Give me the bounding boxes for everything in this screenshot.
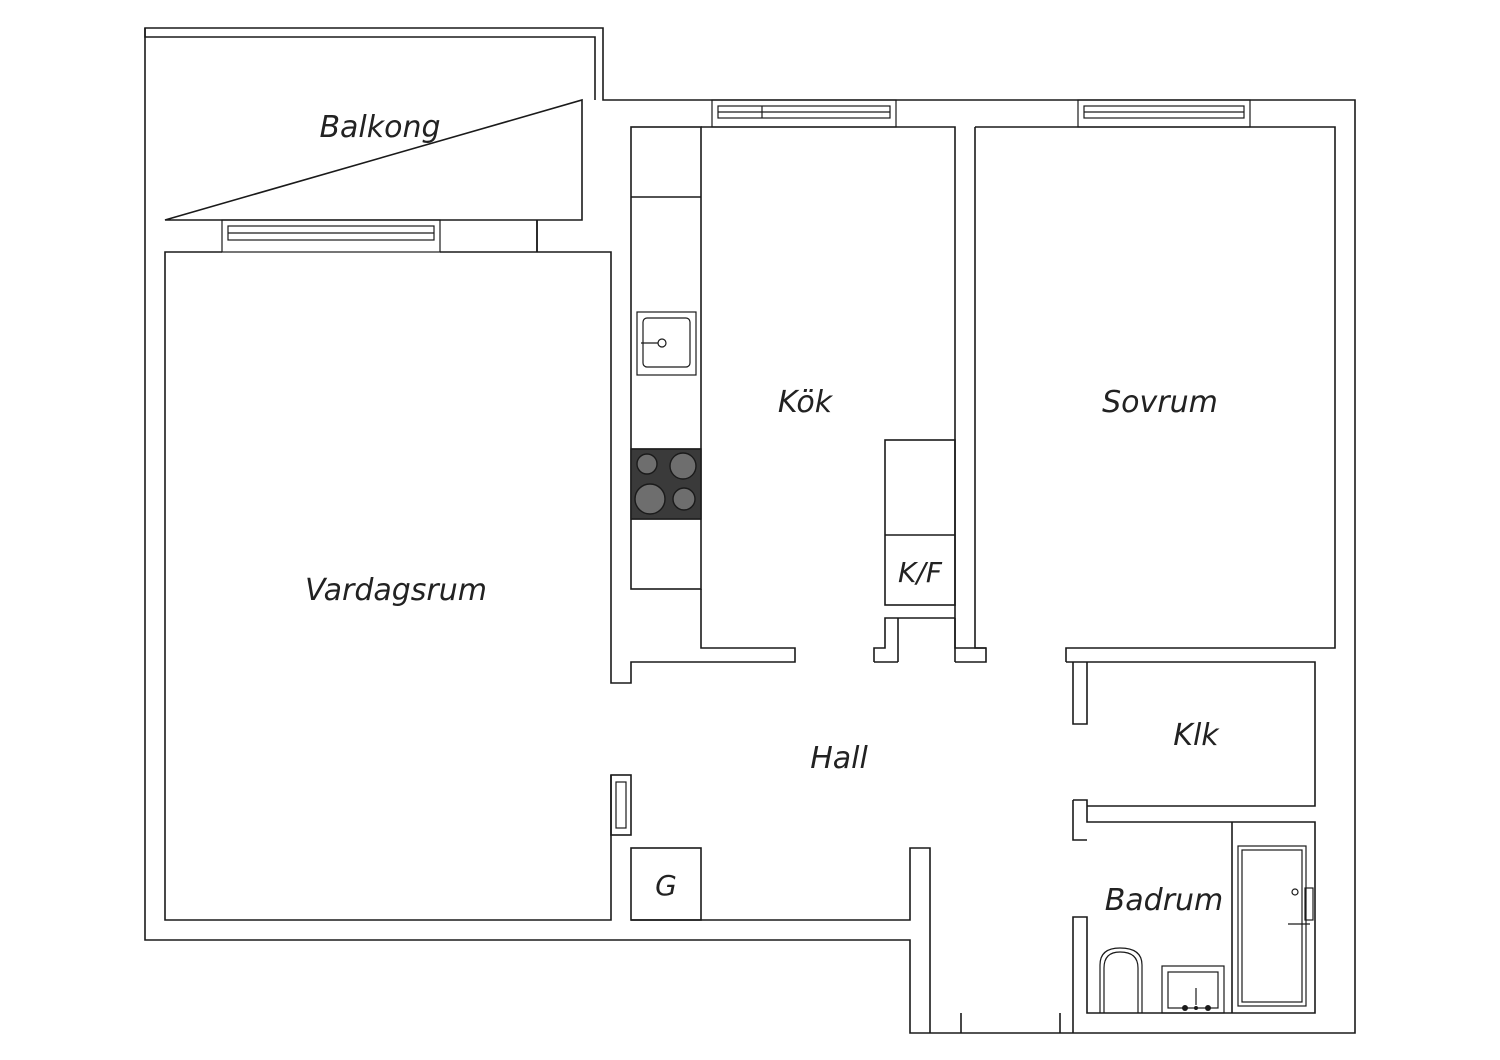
door-frame-living-room — [610, 774, 632, 836]
room-label-hall: Hall — [810, 741, 868, 776]
bedroom: Sovrum — [974, 126, 1336, 662]
balcony: Balkong — [319, 110, 440, 145]
toilet-icon — [1099, 947, 1143, 1013]
room-label-balcony: Balkong — [319, 110, 440, 145]
wardrobe: G — [630, 847, 702, 921]
room-label-living-room: Vardagsrum — [305, 573, 487, 608]
room-label-bedroom: Sovrum — [1102, 385, 1218, 420]
window-living-room — [221, 219, 441, 253]
room-label-kitchen: Kök — [778, 385, 834, 420]
window-bedroom — [1077, 99, 1251, 128]
shower-icon — [1237, 845, 1314, 1007]
room-label-closet: Klk — [1173, 718, 1220, 753]
living-room: Vardagsrum — [164, 220, 700, 921]
room-label-bathroom: Badrum — [1105, 883, 1224, 918]
label-fridge-freezer: K/F — [898, 556, 943, 589]
label-wardrobe: G — [655, 869, 677, 902]
stove-icon — [630, 448, 702, 520]
closet: Klk — [1066, 661, 1316, 807]
washbasin-icon — [1161, 965, 1225, 1014]
kitchen-sink-icon — [636, 311, 697, 376]
hall: Hall — [631, 741, 931, 1033]
kitchen: K/F Kök — [630, 126, 987, 663]
window-kitchen — [711, 99, 897, 128]
bathroom: Badrum — [960, 799, 1316, 1033]
